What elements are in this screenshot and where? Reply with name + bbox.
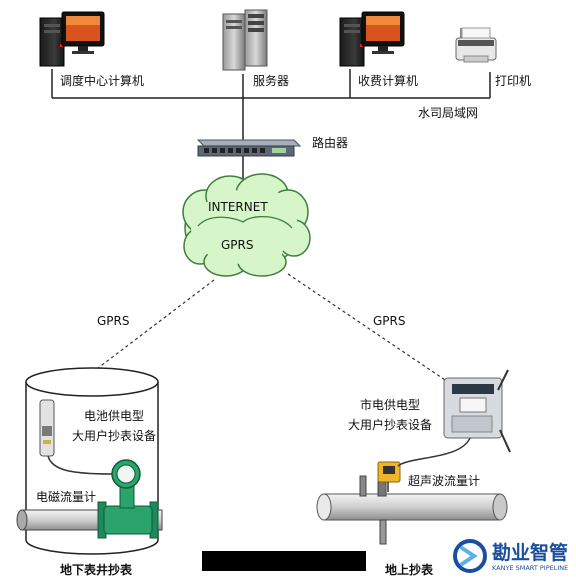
cloud-fill-overlay xyxy=(191,188,298,264)
billing-computer-label: 收费计算机 xyxy=(358,74,419,88)
gprs-cloud-label: GPRS xyxy=(221,238,254,252)
logo-name: 勘业智管 xyxy=(492,542,569,564)
billing-computer-icon xyxy=(339,11,405,67)
lan-bus xyxy=(51,69,491,188)
battery-reader-device-icon xyxy=(39,399,113,475)
aboveground-reading-label: 地上抄表 xyxy=(385,563,434,577)
printer-label: 打印机 xyxy=(495,74,532,88)
gprs-links xyxy=(47,273,455,407)
logo-mark-icon xyxy=(453,539,487,573)
em-flowmeter-label: 电磁流量计 xyxy=(36,490,97,504)
printer-icon xyxy=(455,27,497,63)
server-icon xyxy=(222,9,268,71)
redaction-bar xyxy=(202,551,366,571)
server-label: 服务器 xyxy=(253,74,290,88)
ultrasonic-flowmeter-icon xyxy=(377,461,401,492)
mains-device-label-line1: 市电供电型 xyxy=(360,398,421,412)
mains-device-label-line2: 大用户抄表设备 xyxy=(348,418,433,432)
ultrasonic-flowmeter-label: 超声波流量计 xyxy=(408,474,481,488)
lan-label: 水司局域网 xyxy=(418,106,479,120)
internet-label: INTERNET xyxy=(208,200,268,214)
battery-device-label-line2: 大用户抄表设备 xyxy=(72,429,157,443)
gprs-right-label: GPRS xyxy=(373,314,406,328)
dispatch-computer-icon xyxy=(39,11,105,67)
underground-reading-label: 地下表井抄表 xyxy=(60,563,133,577)
router-icon xyxy=(196,139,302,157)
cloud-divider xyxy=(197,216,293,229)
gprs-left-label: GPRS xyxy=(97,314,130,328)
battery-device-label-line1: 电池供电型 xyxy=(84,409,145,423)
mains-reader-device-icon xyxy=(397,369,511,467)
em-flowmeter-icon xyxy=(97,459,159,539)
router-label: 路由器 xyxy=(312,136,349,150)
dispatch-computer-label: 调度中心计算机 xyxy=(60,74,145,88)
logo-tagline: KANYE SMART PIPELINE xyxy=(492,564,569,572)
aboveground-pipe xyxy=(316,475,508,545)
